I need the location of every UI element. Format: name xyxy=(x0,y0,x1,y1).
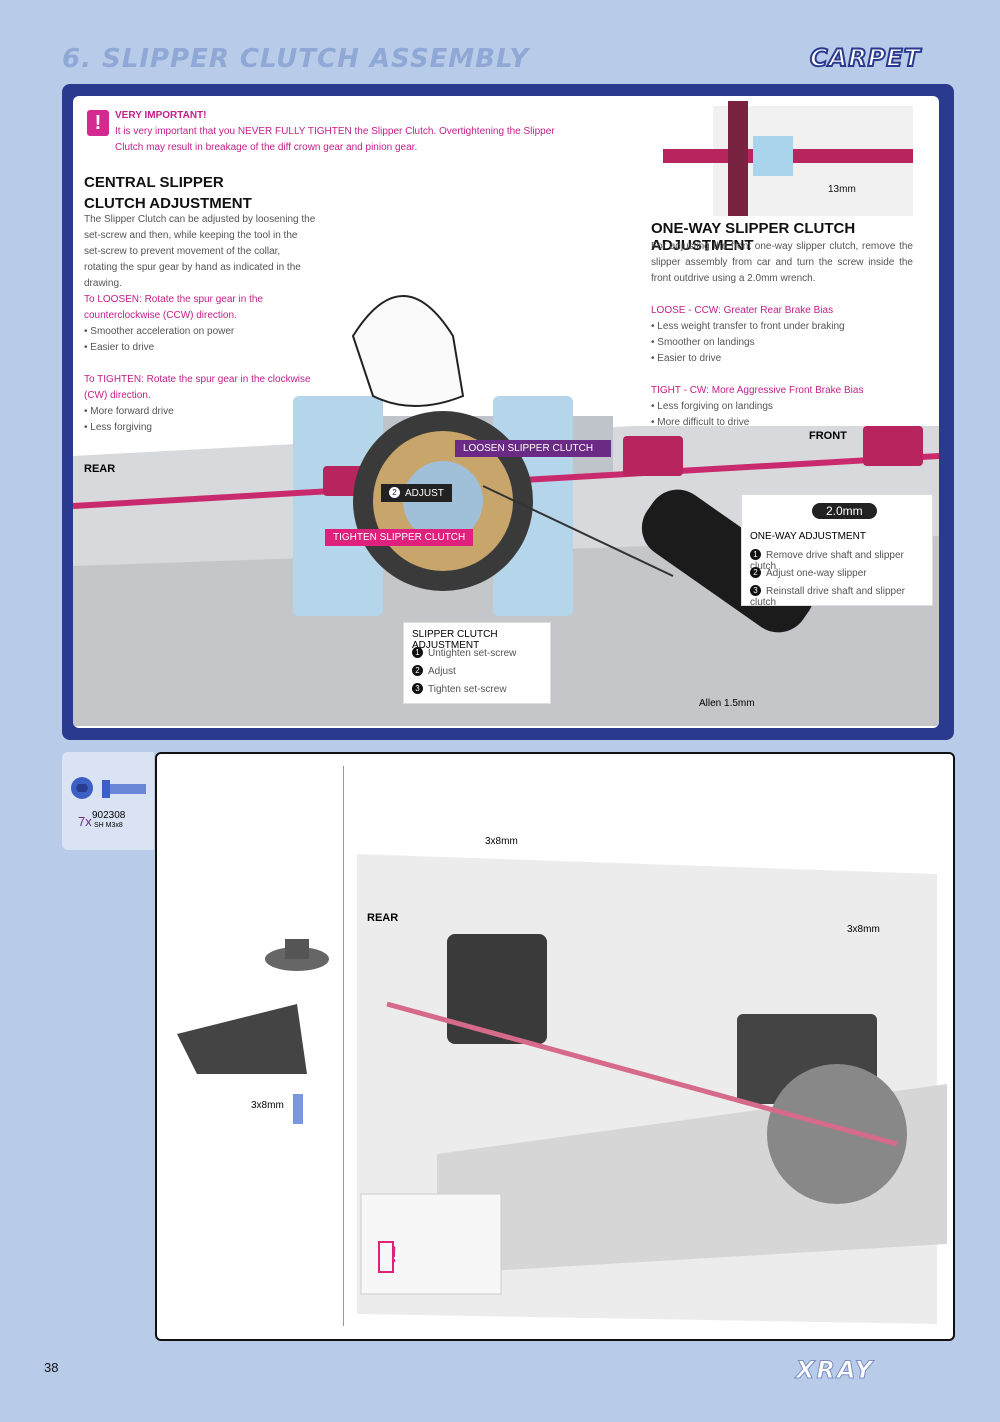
warning-icon: ! xyxy=(87,110,109,136)
tight-item: • Less forgiving on landings xyxy=(651,401,773,412)
top-panel: ! VERY IMPORTANT! It is very important t… xyxy=(73,96,939,728)
rear-label-bottom: REAR xyxy=(367,912,399,924)
tighten-list: • More forward drive • Less forgiving xyxy=(84,404,316,436)
screw-label-left: 3x8mm xyxy=(251,1100,284,1111)
loose-list: • Less weight transfer to front under br… xyxy=(651,319,913,367)
adjust-tag: 2 ADJUST xyxy=(381,484,452,502)
oneway-title: ONE-WAY SLIPPER CLUTCH ADJUSTMENT xyxy=(651,220,856,254)
dimension-label: 13mm xyxy=(828,184,856,195)
oneway-body: For adjusting the front one-way slipper … xyxy=(651,241,913,284)
part-qty: 7x xyxy=(78,814,92,829)
oneway-steps-title: ONE-WAY ADJUSTMENT xyxy=(750,531,866,542)
loosen-item: • Easier to drive xyxy=(84,342,155,353)
part-card: 7x 902308 SH M3x8 xyxy=(62,752,154,850)
tighten-tag: TIGHTEN SLIPPER CLUTCH xyxy=(325,529,474,546)
warning-title: VERY IMPORTANT! xyxy=(115,110,207,121)
tight-list: • Less forgiving on landings • More diff… xyxy=(651,399,913,431)
front-label: FRONT xyxy=(809,430,847,442)
loosen-item: • Smoother acceleration on power xyxy=(84,326,235,337)
loosen-title: To LOOSEN: Rotate the spur gear in the c… xyxy=(84,294,263,321)
central-title: CENTRAL SLIPPER CLUTCH ADJUSTMENT xyxy=(84,174,252,212)
loosen-tag: LOOSEN SLIPPER CLUTCH xyxy=(455,440,611,457)
loose-title: LOOSE - CCW: Greater Rear Brake Bias xyxy=(651,305,834,316)
screw-label-top: 3x8mm xyxy=(485,836,518,847)
page-number: 38 xyxy=(44,1360,59,1375)
screw-icon xyxy=(71,777,146,799)
assembly-illustration xyxy=(177,854,947,1324)
section-title: 6. SLIPPER CLUTCH ASSEMBLY xyxy=(62,44,530,74)
carpet-badge: CARPET xyxy=(809,43,922,73)
brand-logo: XRAY xyxy=(795,1356,875,1385)
tight-title: TIGHT - CW: More Aggressive Front Brake … xyxy=(651,385,864,396)
divider xyxy=(343,766,344,1326)
tighten-item: • More forward drive xyxy=(84,406,174,417)
loose-item: • Less weight transfer to front under br… xyxy=(651,321,845,332)
part-code: 902308 xyxy=(92,810,126,821)
rear-label: REAR xyxy=(84,463,116,475)
bottom-panel: 3x8mm 3x8mm 3x8mm REAR ! xyxy=(155,752,955,1341)
tight-item: • More difficult to drive xyxy=(651,417,750,428)
adjust-num: 2 xyxy=(389,487,400,498)
wrench-label: 2.0mm xyxy=(812,503,877,519)
loose-item: • Smoother on landings xyxy=(651,337,755,348)
part-desc: SH M3x8 xyxy=(94,822,123,829)
alert-mark: ! xyxy=(390,1242,398,1267)
allen-label: Allen 1.5mm xyxy=(699,698,755,709)
slipper-steps-title: SLIPPER CLUTCH ADJUSTMENT xyxy=(412,629,498,651)
loose-item: • Easier to drive xyxy=(651,353,722,364)
loosen-list: • Smoother acceleration on power • Easie… xyxy=(84,324,316,356)
adjust-label: ADJUST xyxy=(405,488,444,499)
warning-text: It is very important that you NEVER FULL… xyxy=(115,126,555,153)
tighten-title: To TIGHTEN: Rotate the spur gear in the … xyxy=(84,374,311,401)
tighten-item: • Less forgiving xyxy=(84,422,152,433)
central-body: The Slipper Clutch can be adjusted by lo… xyxy=(84,212,316,292)
screw-label-right: 3x8mm xyxy=(847,924,880,935)
